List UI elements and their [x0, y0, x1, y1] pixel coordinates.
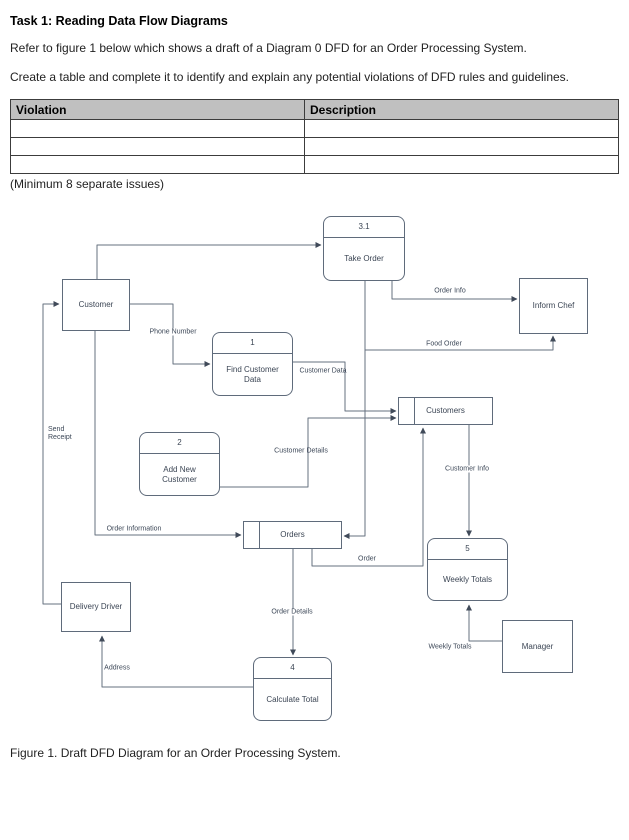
flow-line-order-info	[391, 281, 518, 302]
process-calculate-total: 4 Calculate Total	[253, 657, 332, 721]
flow-connectors	[42, 242, 556, 688]
process-number: 1	[213, 333, 292, 354]
process-weekly-totals: 5 Weekly Totals	[427, 538, 508, 601]
entity-delivery-driver: Delivery Driver	[58, 579, 131, 632]
violations-table: Violation Description	[10, 99, 619, 174]
intro-paragraph: Refer to figure 1 below which shows a dr…	[10, 41, 527, 55]
flow-label-customer-details: Customer Details	[274, 447, 328, 455]
entity-inform-chef: Inform Chef	[519, 275, 591, 334]
flow-label-order-info: Order Info	[434, 287, 466, 295]
datastore-orders: Orders	[243, 521, 342, 549]
flow-line-customer-data	[293, 361, 397, 414]
table-cell	[10, 137, 305, 156]
entity-label: Customer	[78, 300, 114, 310]
flow-line-order-information	[94, 331, 242, 538]
entity-label: Inform Chef	[532, 301, 575, 311]
table-header-violation: Violation	[10, 99, 305, 120]
minimum-issues-note: (Minimum 8 separate issues)	[10, 177, 165, 191]
flow-label-customer-data: Customer Data	[299, 367, 347, 375]
table-header-row: Violation Description	[10, 99, 619, 120]
process-add-new-customer: 2 Add New Customer	[139, 432, 220, 496]
flow-label-send-receipt: Send Receipt	[48, 426, 72, 441]
entity-customer: Customer	[59, 276, 130, 331]
process-label: Calculate Total	[266, 694, 319, 704]
process-number: 5	[428, 539, 507, 560]
dfd-figure: 3.1 Take Order 1 Find Customer Data 2 Ad…	[10, 199, 629, 744]
figure-caption: Figure 1. Draft DFD Diagram for an Order…	[10, 746, 341, 760]
process-label: Weekly Totals	[442, 575, 493, 585]
table-cell	[304, 119, 619, 138]
entity-manager: Manager	[502, 617, 576, 673]
flow-line-take-order-to-orders	[343, 281, 366, 539]
table-cell	[10, 119, 305, 138]
process-find-customer-data: 1 Find Customer Data	[212, 332, 293, 396]
table-row	[10, 119, 619, 138]
flow-line-weekly-totals	[466, 604, 502, 642]
task-document: Task 1: Reading Data Flow Diagrams Refer…	[0, 14, 629, 760]
process-take-order: 3.1 Take Order	[323, 216, 405, 281]
process-label: Add New Customer	[162, 464, 197, 484]
datastore-customers: Customers	[398, 397, 493, 425]
table-cell	[304, 155, 619, 174]
flow-label-order-details: Order Details	[270, 608, 314, 616]
entity-label: Manager	[521, 641, 554, 651]
flow-label-address: Address	[104, 664, 130, 672]
flow-label-order-information: Order Information	[106, 525, 162, 533]
process-number: 2	[140, 433, 219, 454]
table-header-description: Description	[304, 99, 619, 120]
datastore-label: Orders	[280, 530, 305, 540]
flow-line-customer-to-take-order	[96, 242, 322, 279]
flow-label-food-order: Food Order	[426, 340, 462, 348]
process-label: Find Customer Data	[226, 364, 279, 384]
flow-line-customer-details	[220, 415, 397, 488]
table-row	[10, 137, 619, 156]
table-cell	[304, 137, 619, 156]
table-row	[10, 155, 619, 174]
table-cell	[10, 155, 305, 174]
page-title: Task 1: Reading Data Flow Diagrams	[10, 14, 228, 28]
flow-line-food-order	[365, 335, 556, 351]
process-number: 3.1	[324, 217, 404, 238]
process-number: 4	[254, 658, 331, 679]
flow-label-customer-info: Customer Info	[444, 465, 490, 473]
flow-label-weekly-totals: Weekly Totals	[427, 643, 473, 651]
process-label: Take Order	[344, 254, 384, 264]
flow-line-send-receipt	[42, 301, 61, 605]
entity-label: Delivery Driver	[69, 602, 123, 612]
flow-line-order	[311, 427, 426, 567]
flow-label-phone-number: Phone Number	[148, 328, 198, 336]
instruction-paragraph: Create a table and complete it to identi…	[10, 70, 570, 84]
datastore-label: Customers	[426, 406, 465, 416]
flow-line-address	[99, 635, 253, 688]
flow-label-order: Order	[358, 555, 376, 563]
